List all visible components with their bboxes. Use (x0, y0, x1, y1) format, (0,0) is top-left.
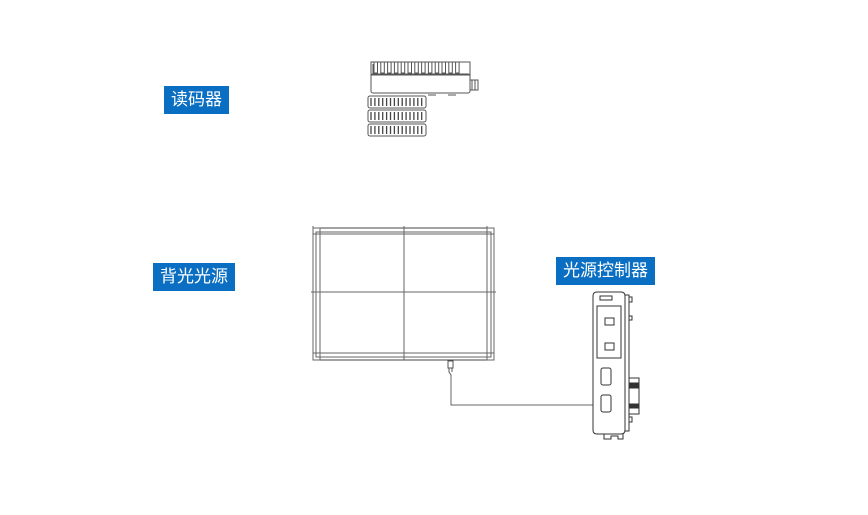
code-reader-device (367, 61, 479, 137)
heatsink-fin (414, 61, 419, 74)
heatsink-fin (373, 61, 378, 74)
heatsink-fin (421, 61, 426, 74)
heatsink-fin (427, 61, 433, 74)
light-controller-device (592, 291, 640, 440)
cable (450, 376, 600, 406)
heatsink-fin (380, 61, 385, 74)
heatsink-fin (434, 61, 440, 74)
heatsink-fin (393, 61, 399, 74)
heatsink-fin (441, 61, 446, 74)
heatsink-fin (407, 61, 412, 74)
heatsink-fin (448, 61, 453, 74)
heatsink-fin (400, 61, 406, 74)
backlight-panel (311, 226, 496, 361)
heatsink-fin (455, 61, 460, 74)
heatsink-fin (387, 61, 392, 74)
backlight-label: 背光光源 (153, 263, 235, 291)
backlight-connector (447, 360, 454, 377)
code-reader-label: 读码器 (164, 86, 229, 114)
light-controller-label: 光源控制器 (556, 257, 655, 285)
